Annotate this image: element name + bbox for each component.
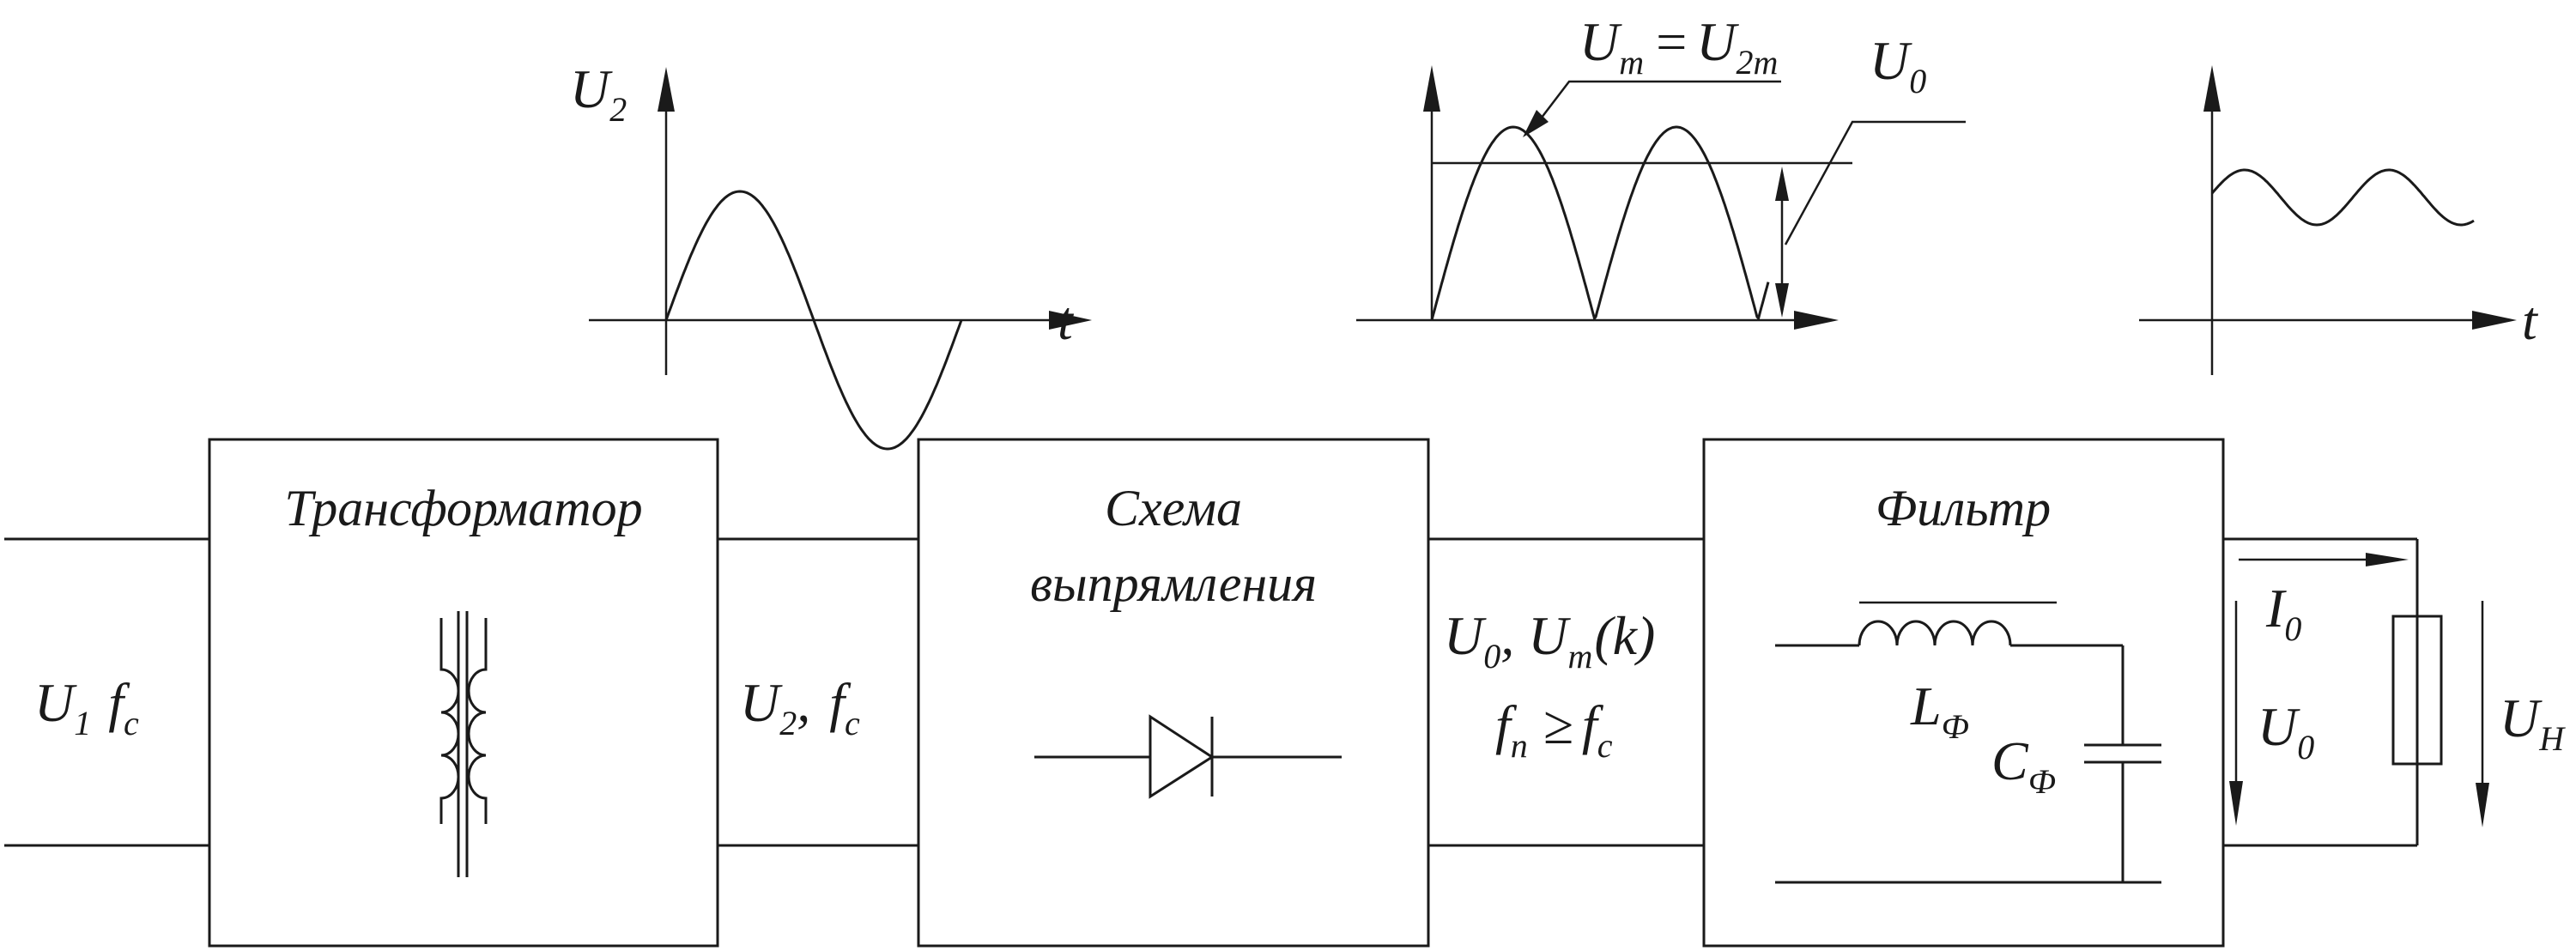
graph1-u-axis-arrow bbox=[658, 67, 675, 112]
output-current-label: I0 bbox=[2265, 578, 2301, 648]
rectifier-title-line1: Схема bbox=[1105, 480, 1242, 536]
diode-triangle bbox=[1149, 714, 1215, 799]
graph3-u-axis-arrow bbox=[2203, 65, 2221, 112]
graph1-sine-curve bbox=[664, 190, 963, 451]
graph2-dc-label: U0 bbox=[1870, 30, 1926, 100]
transformer-output-label: U2,fc bbox=[740, 672, 860, 742]
rectifier-title-line2: выпрямления bbox=[1030, 555, 1317, 612]
rectifier-output-label-line2: fn≥fc bbox=[1495, 694, 1613, 765]
graph2-u0-arrow-down bbox=[1775, 283, 1789, 318]
graph2-um-leader bbox=[1532, 80, 1781, 130]
output-voltage-label: U0 bbox=[2258, 696, 2314, 766]
transformer-secondary-winding bbox=[467, 618, 488, 824]
output-arrows bbox=[2229, 553, 2489, 827]
graph1-y-label: U2 bbox=[570, 58, 627, 129]
graph-ac-voltage: U2 t bbox=[570, 58, 1092, 451]
transformer-primary-winding bbox=[439, 618, 460, 824]
rectifier-block: Схема выпрямления bbox=[917, 438, 1430, 948]
filter-block: Фильтр LФ CФ bbox=[1702, 438, 2225, 948]
transformer-title: Трансформатор bbox=[284, 480, 642, 536]
graph3-ripple-curve bbox=[2210, 168, 2475, 227]
load-voltage-arrow-head bbox=[2476, 783, 2489, 827]
graph-rectified-voltage: Um=U2m U0 bbox=[1356, 11, 1966, 330]
transformer-block: Трансформатор bbox=[208, 438, 719, 948]
filter-title: Фильтр bbox=[1876, 480, 2051, 536]
graph2-um-leader-arrow bbox=[1523, 110, 1549, 137]
graph2-u0-leader bbox=[1784, 120, 1966, 245]
graph3-x-label: t bbox=[2522, 290, 2539, 351]
inductor-label: LФ bbox=[1910, 675, 1969, 746]
graph2-u0-arrow-up bbox=[1775, 167, 1789, 201]
capacitor-label: CФ bbox=[1991, 730, 2056, 801]
inductor-coil bbox=[1858, 620, 2012, 646]
rectifier-output-label-line1: U0,Um(k) bbox=[1444, 605, 1655, 675]
load-voltage-label: UН bbox=[2500, 688, 2566, 758]
graph2-rectified-curve bbox=[1430, 125, 1770, 322]
graph1-t-axis-arrow bbox=[1049, 311, 1092, 330]
graph-filtered-voltage: t bbox=[2139, 65, 2539, 375]
graph3-t-axis-arrow bbox=[2472, 311, 2517, 330]
graph2-u-axis-arrow bbox=[1423, 65, 1440, 112]
load-resistor bbox=[2391, 615, 2443, 766]
graph2-peak-label: Um=U2m bbox=[1579, 11, 1778, 82]
graph2-t-axis-arrow bbox=[1794, 311, 1839, 330]
output-voltage-arrow-head bbox=[2229, 781, 2243, 826]
output-current-arrow-head bbox=[2366, 553, 2409, 566]
graph1-x-label: t bbox=[1058, 290, 1075, 351]
signal-wires bbox=[4, 537, 2419, 847]
